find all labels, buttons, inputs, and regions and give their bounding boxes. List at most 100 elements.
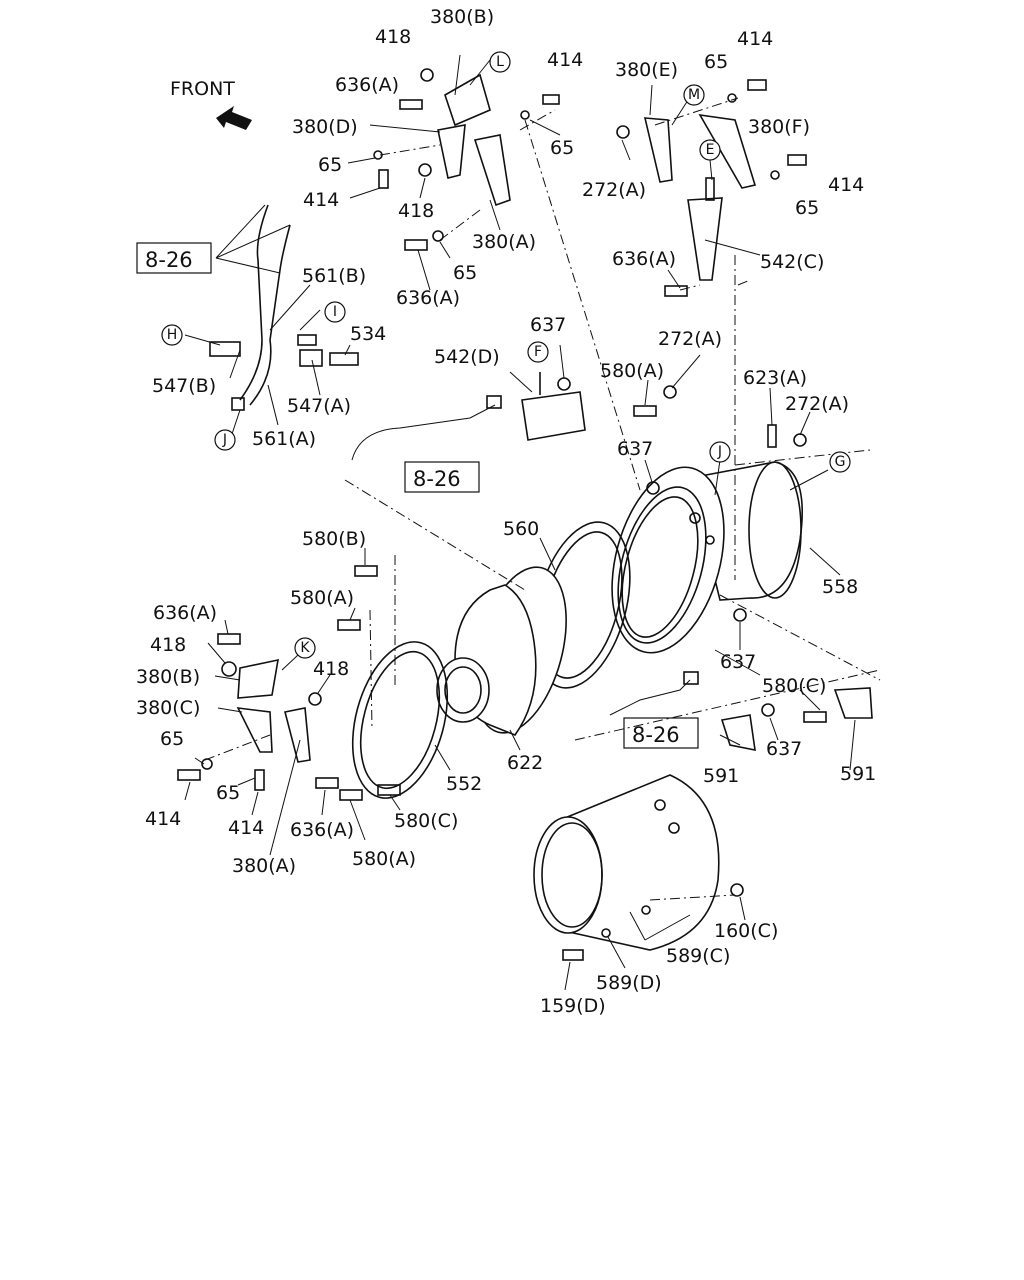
ref-box-1: 8-26 [136, 242, 212, 274]
callout-J-2: J [709, 441, 731, 463]
part-label: 580(A) [600, 360, 664, 382]
part-label: 580(C) [394, 810, 458, 832]
part-label: 561(A) [252, 428, 316, 450]
part-label: 272(A) [658, 328, 722, 350]
leader-lines [184, 54, 856, 991]
part-label: 580(C) [762, 675, 826, 697]
part-label: 414 [303, 189, 339, 211]
part-label: 380(C) [136, 697, 200, 719]
callout-F: F [527, 341, 549, 363]
part-label: 637 [766, 738, 802, 760]
part-label: 561(B) [302, 265, 366, 287]
part-label: 589(D) [596, 972, 662, 994]
part-label: 380(A) [232, 855, 296, 877]
svg-text:J: J [222, 432, 227, 448]
brackets-591 [720, 687, 873, 752]
svg-text:M: M [688, 87, 700, 103]
front-indicator: FRONT [170, 78, 252, 130]
part-label: 542(D) [434, 346, 500, 368]
part-label: 65 [216, 782, 240, 804]
gasket-552 [351, 641, 449, 799]
part-label: 65 [704, 51, 728, 73]
brackets-left-lower [236, 658, 311, 763]
front-label: FRONT [170, 78, 235, 100]
sensor-pipes-561 [239, 204, 291, 406]
heat-shield [533, 774, 720, 951]
callout-L: L [489, 51, 511, 73]
part-label: 589(C) [666, 945, 730, 967]
svg-text:H: H [167, 327, 178, 343]
part-label: 159(D) [540, 995, 606, 1017]
part-label: 534 [350, 323, 386, 345]
part-label: 636(A) [612, 248, 676, 270]
ref-box-2: 8-26 [404, 461, 480, 493]
part-label: 637 [530, 314, 566, 336]
sensor-wires [351, 395, 699, 716]
part-label: 591 [840, 763, 876, 785]
part-label: 580(B) [302, 528, 366, 550]
callout-J: J [214, 429, 236, 451]
part-label: 547(B) [152, 375, 216, 397]
front-arrow-icon [216, 106, 252, 130]
ref-box-3-label: 8-26 [632, 723, 680, 747]
part-label: 552 [446, 773, 482, 795]
sensor-bracket-542d [521, 372, 586, 441]
part-label: 414 [737, 28, 773, 50]
part-label: 65 [453, 262, 477, 284]
part-label: 542(C) [760, 251, 824, 273]
part-label: 622 [507, 752, 543, 774]
part-label: 637 [617, 438, 653, 460]
part-label: 418 [150, 634, 186, 656]
callout-H: H [161, 324, 183, 346]
part-label: 414 [547, 49, 583, 71]
part-label: 636(A) [153, 602, 217, 624]
part-label: 65 [160, 728, 184, 750]
part-label: 160(C) [714, 920, 778, 942]
part-label: 637 [720, 651, 756, 673]
part-label: 414 [228, 817, 264, 839]
part-label: 414 [828, 174, 864, 196]
part-label: 380(E) [615, 59, 678, 81]
part-label: 580(A) [352, 848, 416, 870]
svg-text:E: E [706, 142, 715, 158]
brackets-right-upper [643, 113, 757, 281]
part-label: 547(A) [287, 395, 351, 417]
part-label: 65 [318, 154, 342, 176]
svg-text:I: I [333, 304, 337, 320]
part-label: 418 [375, 26, 411, 48]
callout-E: E [699, 139, 721, 161]
inlet-cone-622 [436, 566, 567, 736]
ref-box-1-label: 8-26 [145, 248, 193, 272]
part-label: 580(A) [290, 587, 354, 609]
part-label: 623(A) [743, 367, 807, 389]
part-label: 65 [550, 137, 574, 159]
part-label: 380(B) [430, 6, 494, 28]
callout-M: M [683, 84, 705, 106]
ref-box-3: 8-26 [623, 717, 699, 749]
centerlines [204, 97, 881, 901]
ref-box-2-label: 8-26 [413, 467, 461, 491]
part-label: 380(B) [136, 666, 200, 688]
part-label: 591 [703, 765, 739, 787]
part-label: 272(A) [785, 393, 849, 415]
part-label: 636(A) [290, 819, 354, 841]
part-labels: 418 380(B) 414 380(E) 65 414 636(A) 380(… [136, 6, 876, 1017]
part-label: 414 [145, 808, 181, 830]
part-label: 380(D) [292, 116, 358, 138]
svg-text:G: G [835, 454, 846, 470]
part-label: 418 [313, 658, 349, 680]
part-label: 380(F) [748, 116, 810, 138]
part-label: 560 [503, 518, 539, 540]
svg-text:K: K [300, 640, 310, 656]
callout-G: G [829, 451, 851, 473]
svg-text:J: J [717, 444, 722, 460]
brackets-left-upper [437, 73, 511, 207]
part-label: 380(A) [472, 231, 536, 253]
part-label: 418 [398, 200, 434, 222]
callout-I: I [324, 301, 346, 323]
muffler-assembly-558 [611, 449, 871, 654]
svg-text:F: F [534, 344, 542, 360]
part-label: 558 [822, 576, 858, 598]
callout-K: K [294, 637, 316, 659]
